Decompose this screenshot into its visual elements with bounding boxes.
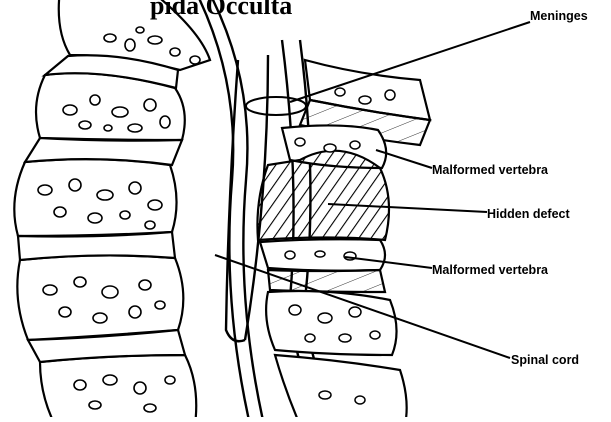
- right-vertebral-column: [257, 60, 430, 417]
- vertebral-body: [17, 255, 183, 340]
- label-malformed-vertebra-lower: Malformed vertebra: [432, 264, 548, 277]
- vertebra-bottom: [266, 291, 396, 355]
- disc: [18, 232, 175, 260]
- label-meninges: Meninges: [530, 10, 588, 23]
- label-spinal-cord: Spinal cord: [511, 354, 579, 367]
- hidden-defect: [257, 151, 389, 240]
- left-vertebral-column: [14, 0, 210, 417]
- label-hidden-defect: Hidden defect: [487, 208, 570, 221]
- vertebra-lower-edge: [275, 355, 407, 417]
- fibrous-tissue: [268, 270, 385, 292]
- vertebral-body: [40, 355, 196, 417]
- title-fragment: pida Occulta: [150, 0, 292, 19]
- label-malformed-vertebra-upper: Malformed vertebra: [432, 164, 548, 177]
